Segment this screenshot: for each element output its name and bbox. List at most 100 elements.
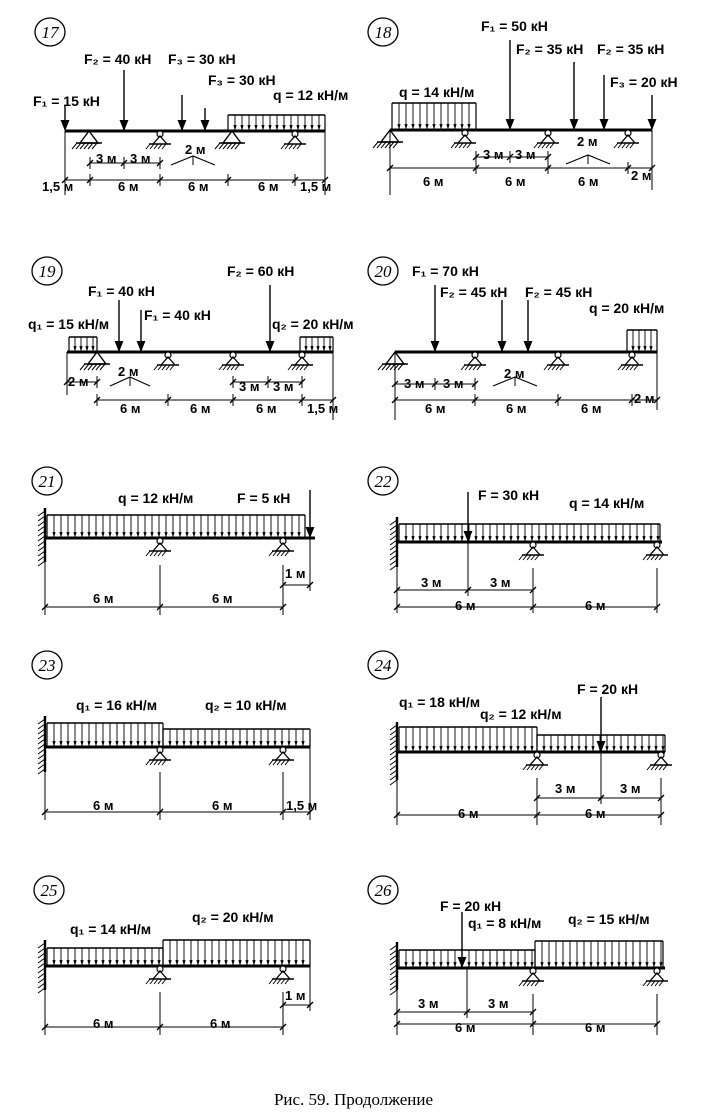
svg-text:3 м: 3 м bbox=[418, 996, 438, 1011]
svg-text:3 м: 3 м bbox=[130, 151, 150, 166]
problem-number: 26 bbox=[375, 881, 393, 900]
svg-text:3 м: 3 м bbox=[421, 575, 441, 590]
svg-text:2 м: 2 м bbox=[634, 391, 654, 406]
svg-text:q = 12 кН/м: q = 12 кН/м bbox=[273, 87, 348, 103]
figure-caption: Рис. 59. Продолжение bbox=[273, 1090, 434, 1109]
svg-text:6 м: 6 м bbox=[93, 591, 113, 606]
svg-text:F₁ = 40 кН: F₁ = 40 кН bbox=[144, 307, 211, 323]
svg-text:6 м: 6 м bbox=[188, 179, 208, 194]
pin-support bbox=[518, 541, 544, 561]
svg-text:F = 20 кН: F = 20 кН bbox=[577, 681, 638, 697]
svg-text:6 м: 6 м bbox=[190, 401, 210, 416]
pin-support bbox=[642, 541, 668, 561]
fixed-pin-support bbox=[71, 129, 102, 150]
svg-text:F₂ = 60 кН: F₂ = 60 кН bbox=[227, 263, 294, 279]
dimension-line bbox=[279, 999, 314, 1011]
distributed-load bbox=[398, 949, 536, 968]
svg-text:F₁ = 70 кН: F₁ = 70 кН bbox=[412, 263, 479, 279]
pin-support bbox=[280, 130, 306, 150]
svg-text:6 м: 6 м bbox=[506, 401, 526, 416]
svg-text:6 м: 6 м bbox=[256, 401, 276, 416]
svg-text:1,5 м: 1,5 м bbox=[286, 798, 317, 813]
distributed-load bbox=[398, 726, 538, 752]
problem-number-circle bbox=[367, 875, 399, 905]
svg-text:3 м: 3 м bbox=[488, 996, 508, 1011]
svg-text:2 м: 2 м bbox=[577, 134, 597, 149]
svg-text:3 м: 3 м bbox=[96, 151, 116, 166]
dimension-line bbox=[229, 376, 306, 388]
svg-text:2 м: 2 м bbox=[68, 374, 88, 389]
pin-support bbox=[533, 129, 559, 149]
svg-text:q₂ = 20 кН/м: q₂ = 20 кН/м bbox=[272, 316, 354, 332]
svg-text:6 м: 6 м bbox=[585, 806, 605, 821]
svg-text:3 м: 3 м bbox=[515, 147, 535, 162]
dimension-line bbox=[41, 806, 314, 818]
dimension-line bbox=[41, 601, 287, 613]
distributed-load bbox=[398, 523, 661, 542]
svg-text:3 м: 3 м bbox=[404, 376, 424, 391]
svg-text:1,5 м: 1,5 м bbox=[42, 179, 73, 194]
svg-text:6 м: 6 м bbox=[258, 179, 278, 194]
svg-text:q = 12 кН/м: q = 12 кН/м bbox=[118, 490, 193, 506]
svg-text:2 м: 2 м bbox=[631, 168, 651, 183]
svg-text:F₃ = 30 кН: F₃ = 30 кН bbox=[168, 51, 236, 67]
dimension-line bbox=[391, 394, 661, 406]
svg-text:6 м: 6 м bbox=[118, 179, 138, 194]
svg-text:F₃ = 30 кН: F₃ = 30 кН bbox=[208, 72, 276, 88]
dimension-line bbox=[393, 1018, 661, 1030]
distributed-load bbox=[68, 336, 98, 352]
svg-text:q₁ = 18 кН/м: q₁ = 18 кН/м bbox=[399, 694, 480, 710]
svg-text:1 м: 1 м bbox=[285, 988, 305, 1003]
svg-text:F₁ = 15 кН: F₁ = 15 кН bbox=[33, 93, 100, 109]
problem-number-circle bbox=[31, 466, 63, 496]
dimension-line bbox=[279, 579, 314, 591]
distributed-load bbox=[162, 939, 311, 966]
svg-text:3 м: 3 м bbox=[483, 147, 503, 162]
svg-text:F₂ = 40 кН: F₂ = 40 кН bbox=[84, 51, 151, 67]
svg-text:1,5 м: 1,5 м bbox=[300, 179, 331, 194]
svg-text:6 м: 6 м bbox=[585, 598, 605, 613]
problem-number: 21 bbox=[39, 472, 56, 491]
problem-number: 24 bbox=[375, 656, 393, 675]
svg-text:3 м: 3 м bbox=[620, 781, 640, 796]
fixed-wall bbox=[389, 517, 399, 571]
svg-text:6 м: 6 м bbox=[210, 1016, 230, 1031]
problem-number: 23 bbox=[39, 656, 56, 675]
svg-text:q₂ = 20 кН/м: q₂ = 20 кН/м bbox=[192, 909, 274, 925]
hinge-truss bbox=[170, 155, 216, 166]
dimension-line bbox=[86, 157, 164, 169]
fixed-pin-support bbox=[79, 350, 110, 371]
svg-text:q = 14 кН/м: q = 14 кН/м bbox=[399, 84, 474, 100]
pin-support bbox=[460, 351, 486, 371]
svg-text:q₁ = 8 кН/м: q₁ = 8 кН/м bbox=[468, 915, 541, 931]
dimension-line bbox=[386, 162, 656, 174]
svg-text:F = 30 кН: F = 30 кН bbox=[478, 487, 539, 503]
svg-text:1 м: 1 м bbox=[285, 566, 305, 581]
pin-support bbox=[287, 351, 313, 371]
svg-text:F₂ = 45 кН: F₂ = 45 кН bbox=[525, 284, 592, 300]
svg-text:6 м: 6 м bbox=[455, 598, 475, 613]
svg-text:F₃ = 20 кН: F₃ = 20 кН bbox=[610, 74, 678, 90]
pin-support bbox=[268, 537, 294, 557]
pin-support bbox=[153, 351, 179, 371]
svg-text:6 м: 6 м bbox=[458, 806, 478, 821]
problem-number-circle bbox=[367, 650, 399, 680]
svg-text:3 м: 3 м bbox=[273, 379, 293, 394]
hinge-truss bbox=[109, 376, 151, 387]
pin-support bbox=[268, 965, 294, 985]
problem-number: 18 bbox=[375, 23, 393, 42]
svg-text:6 м: 6 м bbox=[120, 401, 140, 416]
svg-text:3 м: 3 м bbox=[443, 376, 463, 391]
svg-text:6 м: 6 м bbox=[505, 174, 525, 189]
fixed-wall bbox=[389, 942, 399, 996]
problem-number-circle bbox=[34, 17, 66, 47]
svg-text:F₁ = 40 кН: F₁ = 40 кН bbox=[88, 283, 155, 299]
pin-support bbox=[617, 351, 643, 371]
problem-number-circle bbox=[31, 650, 63, 680]
